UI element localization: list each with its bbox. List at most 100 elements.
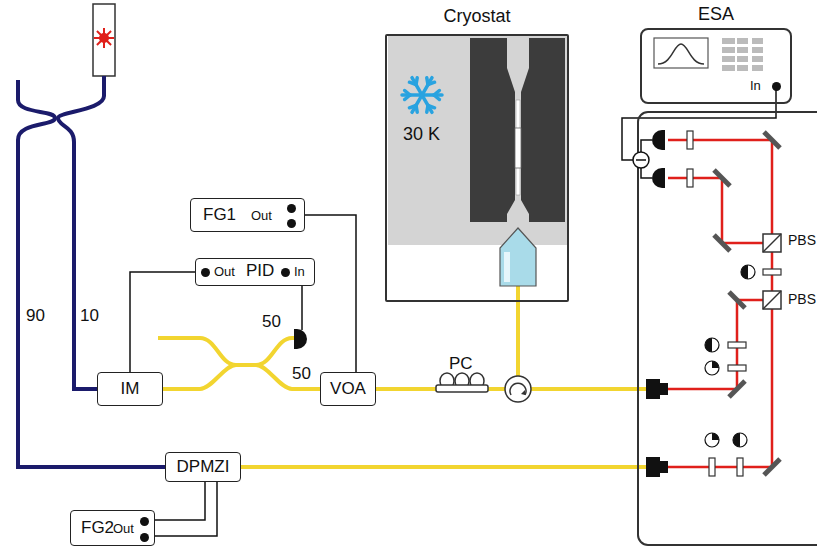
polarization-controller [436,373,488,392]
signal-wire [130,272,195,372]
esa-screen-icons [722,65,735,71]
esa-screen-icons [752,38,763,44]
balanced-detector [633,152,649,168]
optical-board [633,112,817,545]
waveplate-symbol [712,361,719,368]
mirror [729,292,745,308]
esa-screen-icons [654,38,708,68]
split-ratio: 90 [26,306,45,326]
cryostat-interior [470,38,565,222]
esa-screen-icons [752,56,763,62]
node-label: FG2 [81,518,114,538]
esa-screen-icons [654,38,763,71]
waveplate-symbol [705,338,712,352]
signal-wire [155,482,205,520]
fiber-coupler-yellow [530,387,648,391]
laser-source [93,4,115,76]
esa-wire [622,88,776,160]
cryostat-interior [427,105,428,112]
photodetector [294,329,297,349]
objective-lens [500,228,536,286]
port-label: In [750,78,761,94]
cryostat-interior [507,38,529,222]
port-label: In [294,264,305,280]
port-label: Out [113,521,134,537]
laser-source [104,31,111,38]
cryostat-interior [402,93,422,97]
cryostat-interior [388,36,567,245]
fiber-coupler-yellow [158,286,648,467]
component-label: PBS [788,291,816,308]
fiber-collimators [646,457,660,477]
laser-source [104,38,111,45]
node-label: DPMZI [177,457,230,477]
laser-source [93,4,115,76]
esa-screen-icons [737,38,748,44]
photodetector [297,329,307,349]
function-generator: FG1 Out [190,198,305,232]
node-label: PID [246,261,274,281]
terminal-dot [201,268,210,277]
function-generator: FG2Out [70,510,155,546]
waveplate-symbol [733,433,747,447]
interferometer-box: DPMZI [165,452,241,482]
node-label: ESA [698,4,734,26]
cryostat-interior [416,78,417,85]
port-label: Out [251,208,272,224]
mirror [714,170,730,186]
fiber-coupler-yellow [158,338,297,365]
node-label: Cryostat [443,6,510,28]
node-label: VOA [330,379,366,399]
laser-beams [668,140,772,467]
laser-source [97,31,104,38]
fiber-collimators [660,461,668,473]
optical-board [638,112,817,545]
node-label: FG1 [203,205,236,225]
box-outline [385,34,569,302]
fiber-collimators [646,379,660,399]
waveplate-symbol [733,433,747,447]
balanced-detector [636,159,646,161]
beam-splitter [763,291,781,309]
optical-circulator [521,390,525,395]
waveplate-symbol [733,433,740,447]
objective-lens [500,228,536,286]
cryostat-interior [412,95,422,112]
waveplate [728,365,746,371]
waveplate-symbol [705,361,719,375]
waveplate-symbol [741,265,748,279]
waveplate-symbol [705,338,719,352]
optical-circulator [505,376,531,402]
waveplate-symbol [705,433,719,447]
cryostat-interior [434,95,439,100]
esa-screen-icons [752,47,763,53]
mirror [764,132,780,148]
waveplate-symbol [705,338,719,352]
mirror [729,381,745,397]
balanced-detector [662,130,665,150]
box-outline [640,28,792,104]
cryostat-interior [388,36,567,245]
cryostat-interior [515,128,521,168]
esa-screen-icons [722,38,763,71]
balanced-detector [662,168,665,188]
cryostat-interior [422,95,432,112]
esa-screen-icons [658,44,704,64]
terminal-dot [140,517,149,526]
beam-splitter [763,291,781,309]
split-ratio: 50 [262,312,281,332]
terminal-dot [140,533,149,542]
esa-screen-icons [722,47,735,53]
fiber-coupler-yellow [241,465,648,469]
split-ratio: 50 [292,364,311,384]
pid-controller: OutPIDIn [195,258,315,286]
beam-splitter [763,291,781,309]
cryostat-interior [428,82,435,84]
objective-lens [504,252,510,282]
laser-beams [668,300,764,389]
node-label: 30 K [403,124,440,146]
esa-wire [641,140,652,152]
waveplate [728,342,746,348]
waveplate-symbol [741,265,755,279]
waveplate [737,458,743,476]
